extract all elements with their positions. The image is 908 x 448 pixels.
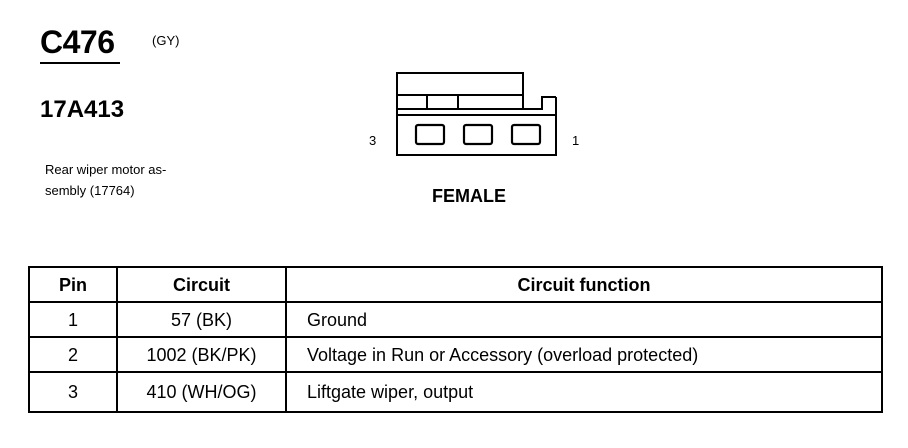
connector-lock-housing bbox=[396, 72, 524, 96]
table-row: 2 1002 (BK/PK) Voltage in Run or Accesso… bbox=[28, 336, 883, 373]
description-line-2: sembly (17764) bbox=[45, 183, 135, 198]
cell-circuit-function: Voltage in Run or Accessory (overload pr… bbox=[285, 336, 883, 373]
component-description: Rear wiper motor as- sembly (17764) bbox=[45, 159, 220, 201]
table-row: 3 410 (WH/OG) Liftgate wiper, output bbox=[28, 371, 883, 413]
pinout-table: Pin Circuit Circuit function 1 57 (BK) G… bbox=[28, 266, 883, 413]
connector-gender-label: FEMALE bbox=[432, 186, 506, 206]
table-header-row: Pin Circuit Circuit function bbox=[28, 266, 883, 303]
pin-cavity-1 bbox=[510, 123, 542, 146]
connector-id: C476 bbox=[40, 24, 115, 60]
cell-pin: 3 bbox=[28, 371, 118, 413]
pin-cavity-2 bbox=[462, 123, 494, 146]
cell-circuit-function: Liftgate wiper, output bbox=[285, 371, 883, 413]
pin-cavity-3 bbox=[414, 123, 446, 146]
table-row: 1 57 (BK) Ground bbox=[28, 301, 883, 338]
pin-label-left: 3 bbox=[369, 133, 377, 148]
cell-circuit: 1002 (BK/PK) bbox=[116, 336, 287, 373]
connector-body bbox=[396, 114, 557, 156]
cell-pin: 2 bbox=[28, 336, 118, 373]
connector-id-underline bbox=[40, 62, 120, 64]
pin-label-right: 1 bbox=[572, 133, 580, 148]
connector-face-diagram bbox=[396, 72, 557, 156]
cell-circuit: 410 (WH/OG) bbox=[116, 371, 287, 413]
cell-circuit: 57 (BK) bbox=[116, 301, 287, 338]
cell-pin: 1 bbox=[28, 301, 118, 338]
header-pin: Pin bbox=[28, 266, 118, 303]
connector-latch bbox=[396, 95, 556, 110]
color-code: (GY) bbox=[152, 33, 180, 48]
header-circuit-function: Circuit function bbox=[285, 266, 883, 303]
header-circuit: Circuit bbox=[116, 266, 287, 303]
description-line-1: Rear wiper motor as- bbox=[45, 162, 167, 177]
cell-circuit-function: Ground bbox=[285, 301, 883, 338]
part-number: 17A413 bbox=[40, 96, 125, 123]
